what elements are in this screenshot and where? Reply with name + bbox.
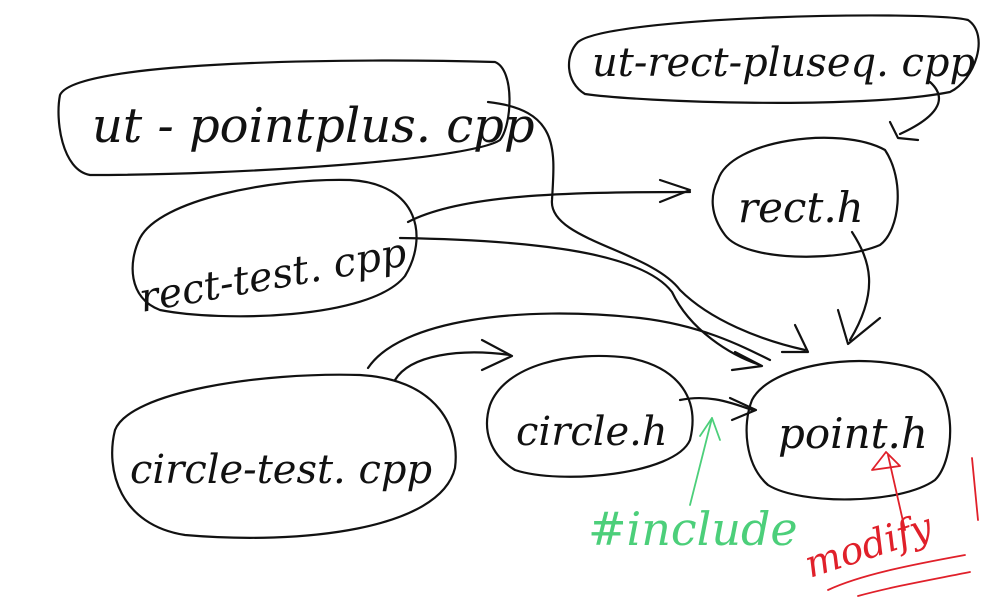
edge-rect-h-to-point-h: [836, 230, 882, 346]
edge-line: [398, 236, 762, 367]
edge-arrowhead: [480, 338, 514, 372]
edge-circle-test-to-point-h: [366, 312, 772, 370]
node-outline: [57, 59, 511, 177]
node-outline: [111, 373, 457, 539]
modify-underline: [827, 554, 966, 591]
edge-line: [678, 396, 754, 412]
modify-arrowhead: [871, 451, 901, 471]
node-label: circle.h: [516, 409, 668, 455]
edge-arrowhead: [658, 178, 692, 204]
node-label: rect.h: [738, 183, 864, 232]
node-label: circle-test. cpp: [130, 447, 432, 493]
edge-arrowhead: [780, 323, 810, 354]
node-outline: [745, 359, 952, 501]
edge-line: [406, 190, 692, 224]
edge-arrowhead: [836, 308, 882, 346]
node-ut-rect-pluseq-cpp: ut-rect-pluseq. cpp: [567, 14, 980, 104]
node-label: point.h: [778, 409, 928, 458]
include-annotation: #include: [588, 417, 798, 556]
include-label: #include: [588, 502, 798, 556]
edge-circle-test-to-circle-h: [393, 338, 514, 382]
node-label: rect-test. cpp: [136, 230, 410, 322]
node-outline: [711, 136, 899, 258]
edge-line: [486, 100, 807, 352]
node-rect-h: rect.h: [711, 136, 899, 258]
node-ut-pointplus-cpp: ut - pointplus. cpp: [57, 59, 535, 177]
edge-line: [393, 351, 512, 382]
edge-line: [366, 312, 772, 370]
node-circle-test-cpp: circle-test. cpp: [111, 373, 457, 539]
edge-line: [848, 230, 871, 342]
node-label: ut - pointplus. cpp: [92, 98, 535, 154]
edge-ut-rect-pluseq-to-rect-h: [888, 80, 941, 142]
node-circle-h: circle.h: [486, 354, 694, 478]
include-arrowhead: [699, 417, 721, 441]
edge-rect-test-to-rect-h: [406, 178, 692, 224]
edge-arrowhead: [888, 120, 920, 142]
node-point-h: point.h: [745, 359, 952, 501]
edge-rect-test-to-point-h: [398, 236, 764, 372]
edge-arrowhead: [728, 396, 758, 422]
node-outline: [131, 178, 418, 318]
edge-line: [898, 80, 941, 136]
node-rect-test-cpp: rect-test. cpp: [131, 178, 418, 322]
modify-tick: [971, 457, 979, 521]
edge-arrowhead: [730, 350, 764, 372]
node-outline: [567, 14, 980, 104]
node-outline: [486, 354, 694, 478]
edge-ut-pointplus-to-point-h: [486, 100, 810, 354]
modify-annotation: modify: [799, 451, 979, 597]
node-label: ut-rect-pluseq. cpp: [592, 40, 975, 86]
edge-circle-h-to-point-h: [678, 396, 758, 422]
modify-label: modify: [799, 504, 938, 586]
include-arrow: [689, 417, 713, 506]
modify-underline: [857, 571, 971, 597]
